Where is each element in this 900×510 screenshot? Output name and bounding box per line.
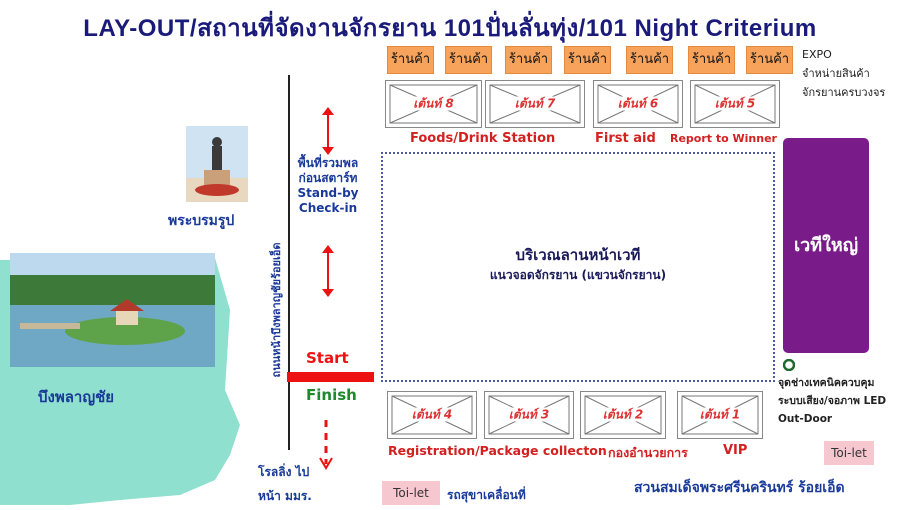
- tech-point-icon: [783, 359, 795, 371]
- shop-box: ร้านค้า: [445, 46, 492, 74]
- tent-8: เต้นท์ 8: [385, 80, 482, 128]
- plaza-area: [381, 152, 775, 382]
- report-label: Report to Winner: [670, 132, 777, 145]
- rolling-text: โรลลิ่ง ไป หน้า มมร.: [258, 465, 312, 503]
- road-label: ถนนหน้าบึงพลาญชัยร้อยเอ็ด: [270, 242, 283, 378]
- registration-label: Registration/Package collecton: [388, 443, 607, 458]
- expo-text: EXPO จำหน่ายสินค้า จักรยานครบวงจร: [802, 48, 886, 99]
- shop-box: ร้านค้า: [688, 46, 735, 74]
- road-line: [288, 75, 290, 450]
- page-title: LAY-OUT/สถานที่จัดงานจักรยาน 101ปั่นลั่น…: [83, 15, 817, 42]
- mobile-toilet-label: รถสุขาเคลื่อนที่: [447, 488, 526, 502]
- first-aid-label: First aid: [595, 131, 656, 146]
- monument-photo: [186, 126, 248, 202]
- tent-4: เต้นท์ 4: [387, 391, 477, 439]
- tent-1: เต้นท์ 1: [677, 391, 763, 439]
- shop-box: ร้านค้า: [505, 46, 552, 74]
- up-down-arrow-icon: [322, 107, 334, 155]
- plaza-title: บริเวณลานหน้าเวที: [515, 246, 641, 264]
- park-label: สวนสมเด็จพระศรีนครินทร์ ร้อยเอ็ด: [634, 480, 845, 496]
- tent-3: เต้นท์ 3: [484, 391, 574, 439]
- main-stage: เวทีใหญ่: [783, 138, 869, 353]
- foods-label: Foods/Drink Station: [410, 131, 556, 146]
- toilet-box: Toi-let: [824, 441, 874, 465]
- shop-box: ร้านค้า: [626, 46, 673, 74]
- toilet-box: Toi-let: [382, 481, 440, 505]
- finish-label: Finish: [306, 386, 357, 404]
- lake-photo: [10, 253, 215, 367]
- monument-label: พระบรมรูป: [168, 213, 235, 229]
- vip-label: VIP: [723, 443, 748, 458]
- tent-7: เต้นท์ 7: [485, 80, 585, 128]
- down-dashed-arrow-icon: [319, 420, 333, 470]
- tent-6: เต้นท์ 6: [593, 80, 683, 128]
- start-finish-line: [287, 372, 374, 382]
- standby-text: พื้นที่รวมพล ก่อนสตาร์ท Stand-by Check-i…: [297, 156, 359, 215]
- tent-5: เต้นท์ 5: [690, 80, 780, 128]
- tech-text: จุดช่างเทคนิคควบคุม ระบบเสียง/จอภาพ LED …: [778, 377, 887, 425]
- start-label: Start: [306, 349, 349, 367]
- plaza-subtitle: แนวจอดจักรยาน (แขวนจักรยาน): [489, 268, 667, 282]
- shop-box: ร้านค้า: [564, 46, 611, 74]
- lake-label: บึงพลาญชัย: [38, 388, 115, 406]
- up-down-arrow-icon: [322, 245, 334, 297]
- shop-box: ร้านค้า: [746, 46, 793, 74]
- tent-2: เต้นท์ 2: [580, 391, 666, 439]
- committee-label: กองอำนวยการ: [608, 445, 688, 460]
- shop-box: ร้านค้า: [387, 46, 434, 74]
